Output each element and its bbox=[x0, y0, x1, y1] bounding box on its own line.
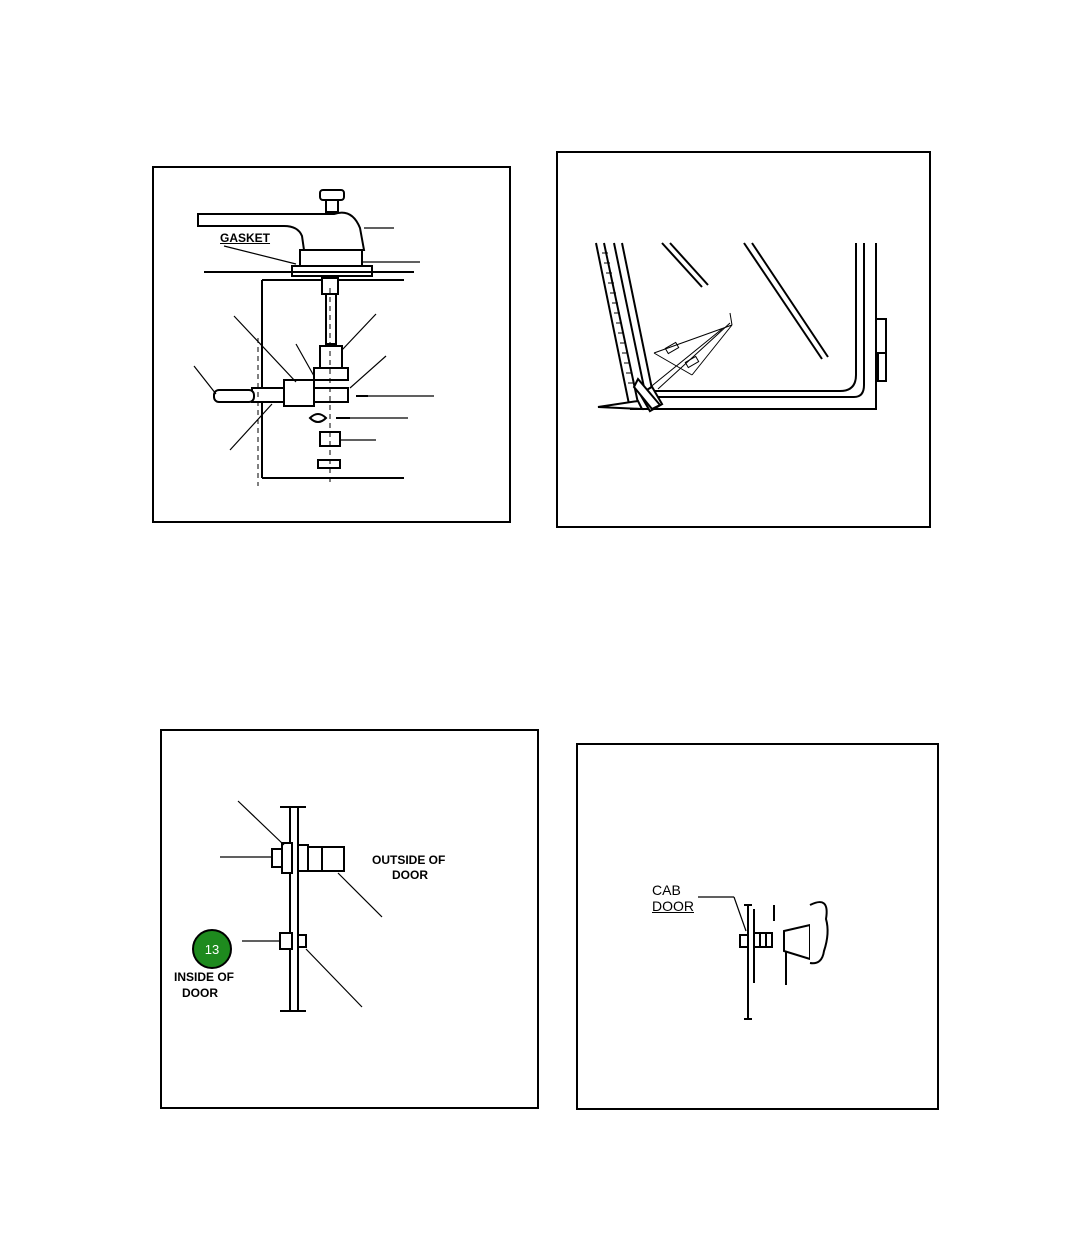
cab-door-drawing bbox=[698, 896, 829, 1020]
outside-of-door-label-line1: OUTSIDE OF bbox=[372, 853, 446, 867]
inside-of-door-label-line2: DOOR bbox=[182, 986, 218, 1000]
panel-door-section: OUTSIDE OF DOOR 13 INSIDE OF DOOR bbox=[160, 729, 539, 1109]
callout-13[interactable]: 13 bbox=[192, 929, 232, 969]
panel-window-frame bbox=[556, 151, 931, 528]
cab-label: CAB bbox=[652, 882, 681, 898]
outside-of-door-label-line2: DOOR bbox=[392, 868, 428, 882]
door-section-drawing bbox=[220, 800, 383, 1012]
inside-of-door-label-line1: INSIDE OF bbox=[174, 970, 235, 984]
gasket-label: GASKET bbox=[220, 231, 271, 245]
panel-cab-door: CAB DOOR bbox=[576, 743, 939, 1110]
callout-number: 13 bbox=[204, 941, 220, 957]
door-label: DOOR bbox=[652, 898, 694, 914]
panel-latch-assembly: GASKET bbox=[152, 166, 511, 523]
latch-assembly-drawing bbox=[193, 189, 434, 486]
window-frame-drawing bbox=[595, 242, 887, 413]
